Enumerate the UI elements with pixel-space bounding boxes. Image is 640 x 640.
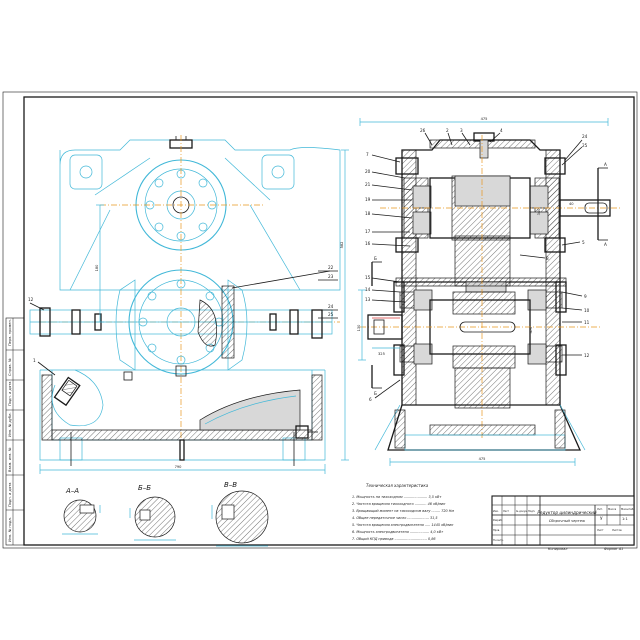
- tb-row-5: Разраб.: [493, 519, 503, 522]
- callout-rr-6: 11: [584, 320, 590, 325]
- callout-left-12: 12: [28, 297, 34, 302]
- callout-rr-4: 9: [584, 294, 587, 299]
- view-marker-b-top: Б: [374, 256, 377, 261]
- callout-top-3: 3: [460, 128, 463, 133]
- title-block-mark-4: Листов: [612, 528, 622, 532]
- callout-left-23: 23: [328, 274, 334, 279]
- dim-right-height: 340: [537, 208, 541, 216]
- strip-label-3: Инв. № дубл.: [8, 412, 12, 437]
- callout-rr-0: 24: [582, 134, 588, 139]
- title-block-mark-3: Лист: [597, 528, 604, 532]
- view-marker-b-bottom: Б: [374, 391, 377, 396]
- title-block: Редуктор цилиндрический Сборочный чертеж…: [491, 495, 635, 551]
- title-block-subtitle: Сборочный чертеж: [549, 519, 586, 523]
- callout-top-4: 4: [500, 128, 503, 133]
- callout-left-1: 1: [33, 358, 36, 363]
- callout-rl-8: 14: [365, 287, 371, 292]
- left-strip: Перв. примен. Справ. № Подп. и дата Инв.…: [5, 317, 25, 546]
- view-marker-a-top: А: [604, 162, 607, 167]
- title-block-format: Формат А1: [604, 547, 623, 551]
- strip-label-4: Взам. инв. №: [8, 447, 12, 472]
- tb-row-0: Изм.: [493, 510, 499, 513]
- dim-right-left: 130: [357, 324, 361, 332]
- callout-rr-1: 25: [582, 143, 588, 148]
- callout-rl-2: 21: [365, 182, 371, 187]
- title-block-mark-1: Масса: [608, 507, 617, 511]
- notes-title: Техническая характеристика: [366, 483, 429, 488]
- callout-rr-2: 5: [582, 240, 585, 245]
- notes-line-0: 1. Мощность на тихоходном ..............…: [352, 495, 442, 499]
- dim-right-width: 475: [479, 457, 486, 461]
- tb-row-2: № докум.: [516, 510, 528, 513]
- strip-label-0: Перв. примен.: [8, 319, 12, 346]
- dim-left-width: 790: [175, 465, 183, 469]
- view-marker-a-bottom: А: [604, 242, 607, 247]
- tb-row-3: Подп.: [528, 510, 535, 513]
- callout-rl-6: 16: [365, 241, 371, 246]
- notes-line-2: 3. Вращающий момент на тихоходном валу .…: [352, 509, 454, 513]
- tb-row-1: Лист: [503, 510, 510, 513]
- notes-line-5: 6. Мощность электродвигателя ...........…: [352, 530, 444, 534]
- dim-shaft-d: 40: [569, 202, 574, 206]
- callout-rl-9: 13: [365, 297, 371, 302]
- section-bb-label: Б–Б: [138, 484, 151, 492]
- callout-top-2: 2: [446, 128, 449, 133]
- notes-line-1: 2. Частота вращения тихоходного ........…: [352, 502, 446, 506]
- callout-left-22: 22: [328, 265, 334, 270]
- title-block-stage: У: [600, 516, 603, 521]
- tb-row-8: Н.контр.: [493, 539, 504, 542]
- strip-label-1: Справ. №: [8, 358, 12, 376]
- section-aa-label: А–А: [65, 487, 79, 495]
- dim-left-mid: 180: [95, 264, 99, 272]
- title-block-mark-2: Масштаб: [621, 507, 634, 511]
- notes-line-4: 5. Частота вращения электродвигателя ...…: [352, 523, 454, 527]
- callout-rl-7: 15: [365, 275, 371, 280]
- strip-label-2: Подп. и дата: [8, 382, 12, 406]
- callouts-right-left: 7 20 21 19 18 17 16 15 14 13 6: [365, 152, 413, 402]
- notes-line-3: 4. Общее передаточное число ............…: [352, 516, 438, 520]
- section-details: А–А Б–Б В–В: [62, 481, 269, 547]
- technical-notes: Техническая характеристика 1. Мощность н…: [352, 483, 454, 541]
- callout-rl-4: 18: [365, 211, 371, 216]
- dim-top-width: 475: [481, 117, 488, 121]
- callout-rr-3: 8: [546, 256, 549, 261]
- notes-line-6: 7. Общий КПД привода ...................…: [352, 537, 436, 541]
- callout-top-26: 26: [420, 128, 426, 133]
- strip-label-5: Подп. и дата: [8, 483, 12, 507]
- callout-rl-3: 19: [365, 197, 371, 202]
- title-block-copied: Копировал: [548, 547, 568, 551]
- callout-rr-7: 12: [584, 353, 590, 358]
- callout-rl-5: 17: [365, 229, 371, 234]
- callout-rl-10: 6: [369, 397, 372, 402]
- dim-left-height: 582: [340, 242, 344, 249]
- callout-left-25: 25: [328, 312, 334, 317]
- strip-label-6: Инв. № подл.: [8, 517, 12, 542]
- tb-row-6: Пров.: [493, 529, 500, 532]
- callout-left-24: 24: [328, 304, 334, 309]
- title-block-mark-0: Лит.: [597, 507, 603, 511]
- sheet-frame: [2, 91, 638, 549]
- dim-small-h: 325: [378, 352, 385, 356]
- callouts-right-right: 24 25 5 8 9 10 11 12: [519, 134, 590, 358]
- dim-big-h: 470: [529, 326, 533, 334]
- title-block-scale: 1:1: [622, 517, 628, 521]
- callout-rl-1: 20: [365, 169, 371, 174]
- section-vv-label: В–В: [224, 481, 237, 489]
- section-view: 475 А А 40: [357, 117, 620, 466]
- front-view: 790 180 582 1 12 22 23 24 25: [28, 135, 349, 474]
- callout-rr-5: 10: [584, 308, 590, 313]
- title-block-name: Редуктор цилиндрический: [537, 510, 597, 515]
- callout-rl-0: 7: [366, 152, 369, 157]
